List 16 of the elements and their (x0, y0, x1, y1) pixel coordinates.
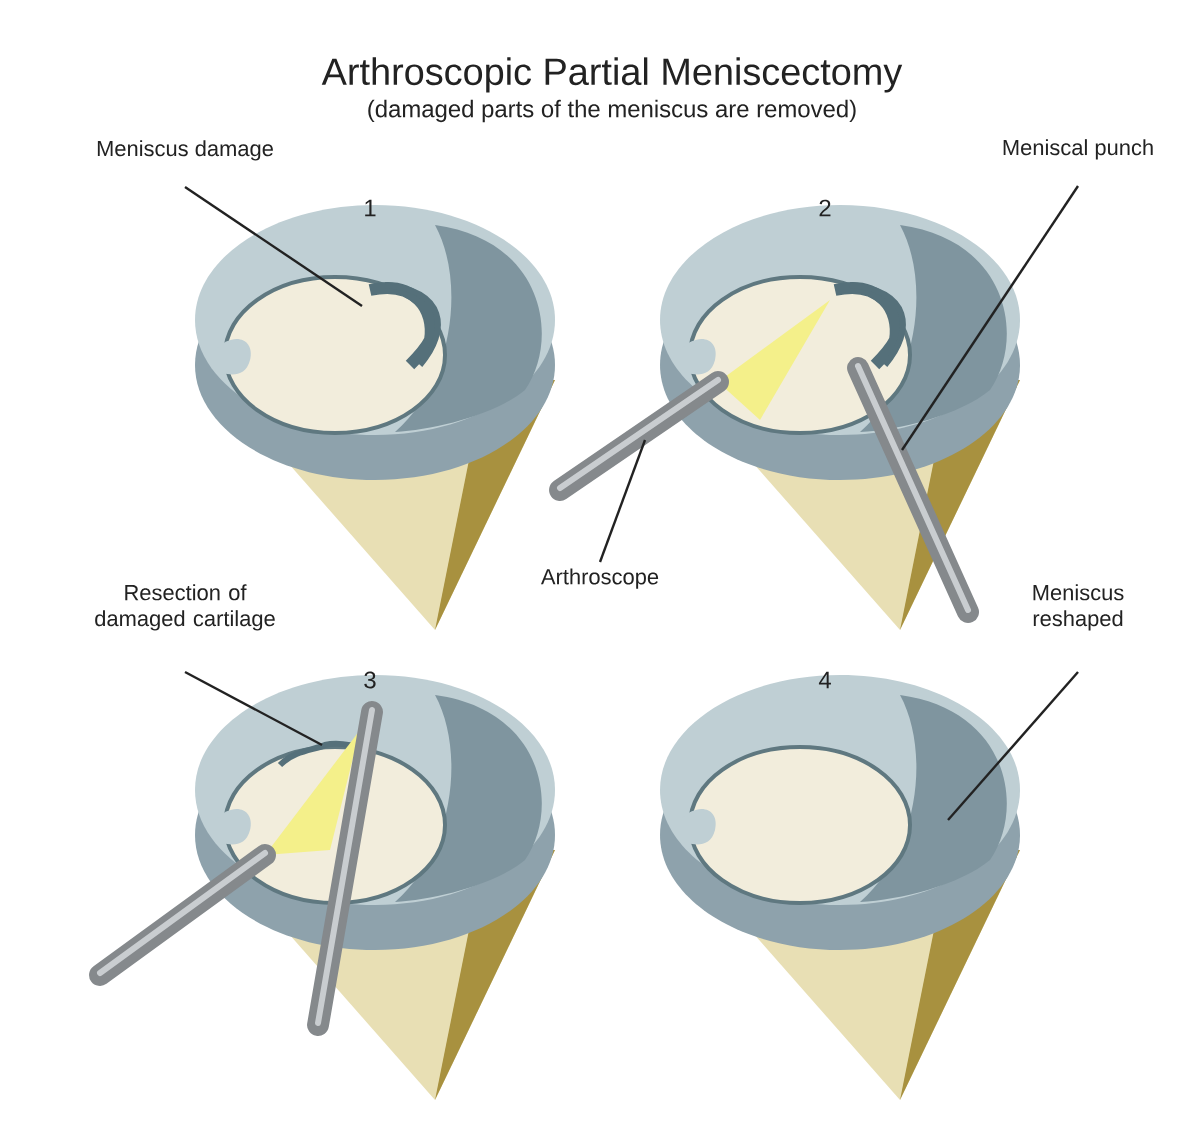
callout-label: Meniscal punch (1003, 139, 1153, 160)
step-number: 3 (364, 671, 376, 689)
step-number: 4 (818, 671, 831, 689)
leader-line (901, 185, 1079, 451)
leader-line (184, 186, 363, 307)
callout-label: Meniscus damage (97, 140, 273, 161)
step-number: 1 (365, 199, 376, 217)
title: Arthroscopic Partial Meniscectomy (321, 57, 903, 93)
leader-line (598, 439, 647, 563)
leader-line (184, 670, 323, 747)
callout-label: Arthroscope (540, 568, 659, 589)
step-number: 2 (819, 199, 831, 217)
subtitle: (damaged parts of the meniscus are removed) (368, 99, 856, 123)
callout-label: Resection of damaged cartilage (95, 584, 275, 631)
callout-label: Meniscus reshaped (1033, 584, 1124, 631)
leader-line (947, 671, 1079, 821)
